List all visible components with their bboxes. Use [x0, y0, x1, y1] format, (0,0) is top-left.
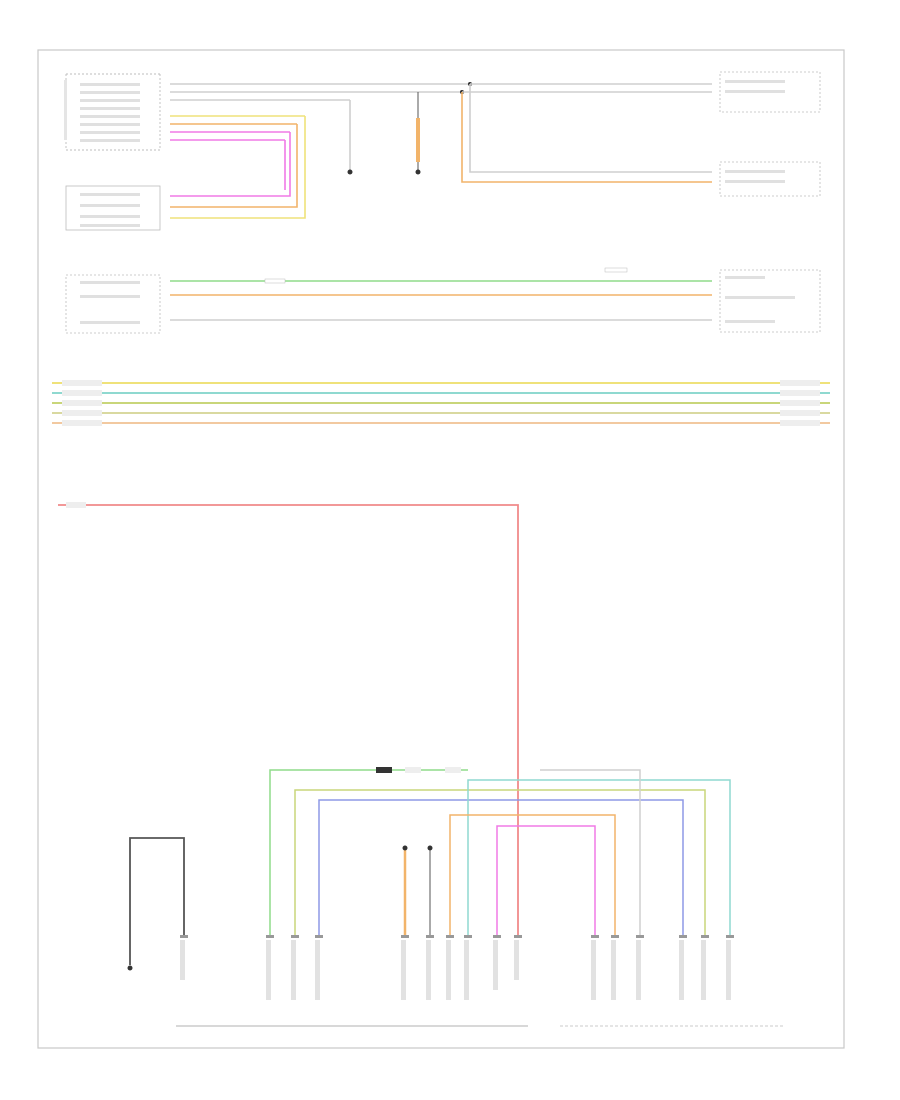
clock-spring: [415, 92, 421, 175]
diagram-frame: [37, 49, 845, 1049]
chassis-ground-symbol: [347, 169, 353, 175]
ebs-pin-labels: [180, 940, 519, 1000]
red-power-wire: [58, 502, 519, 935]
clutch-connector: [65, 274, 161, 334]
ebs-connector-pins: [180, 935, 522, 938]
right-steering-wheel-switch-connector: [64, 73, 161, 151]
left-speaker-connector: [719, 71, 821, 113]
left-steering-wheel-switch-connector: [65, 185, 161, 231]
clutch-wires: [170, 267, 712, 321]
right-speaker-connector: [719, 161, 821, 197]
steering-control-module-connector: [719, 269, 821, 333]
bus-lines: [52, 382, 830, 424]
lower-harness-wires: [269, 767, 731, 935]
cluster-pin-labels: [591, 940, 731, 1000]
speaker-wires: [460, 82, 712, 183]
right-switch-labels: [80, 83, 140, 142]
ground-lead: [127, 837, 185, 971]
right-switch-wires: [170, 83, 470, 219]
cluster-connector-pins: [591, 935, 734, 938]
bus-wire-tags: [62, 380, 820, 426]
